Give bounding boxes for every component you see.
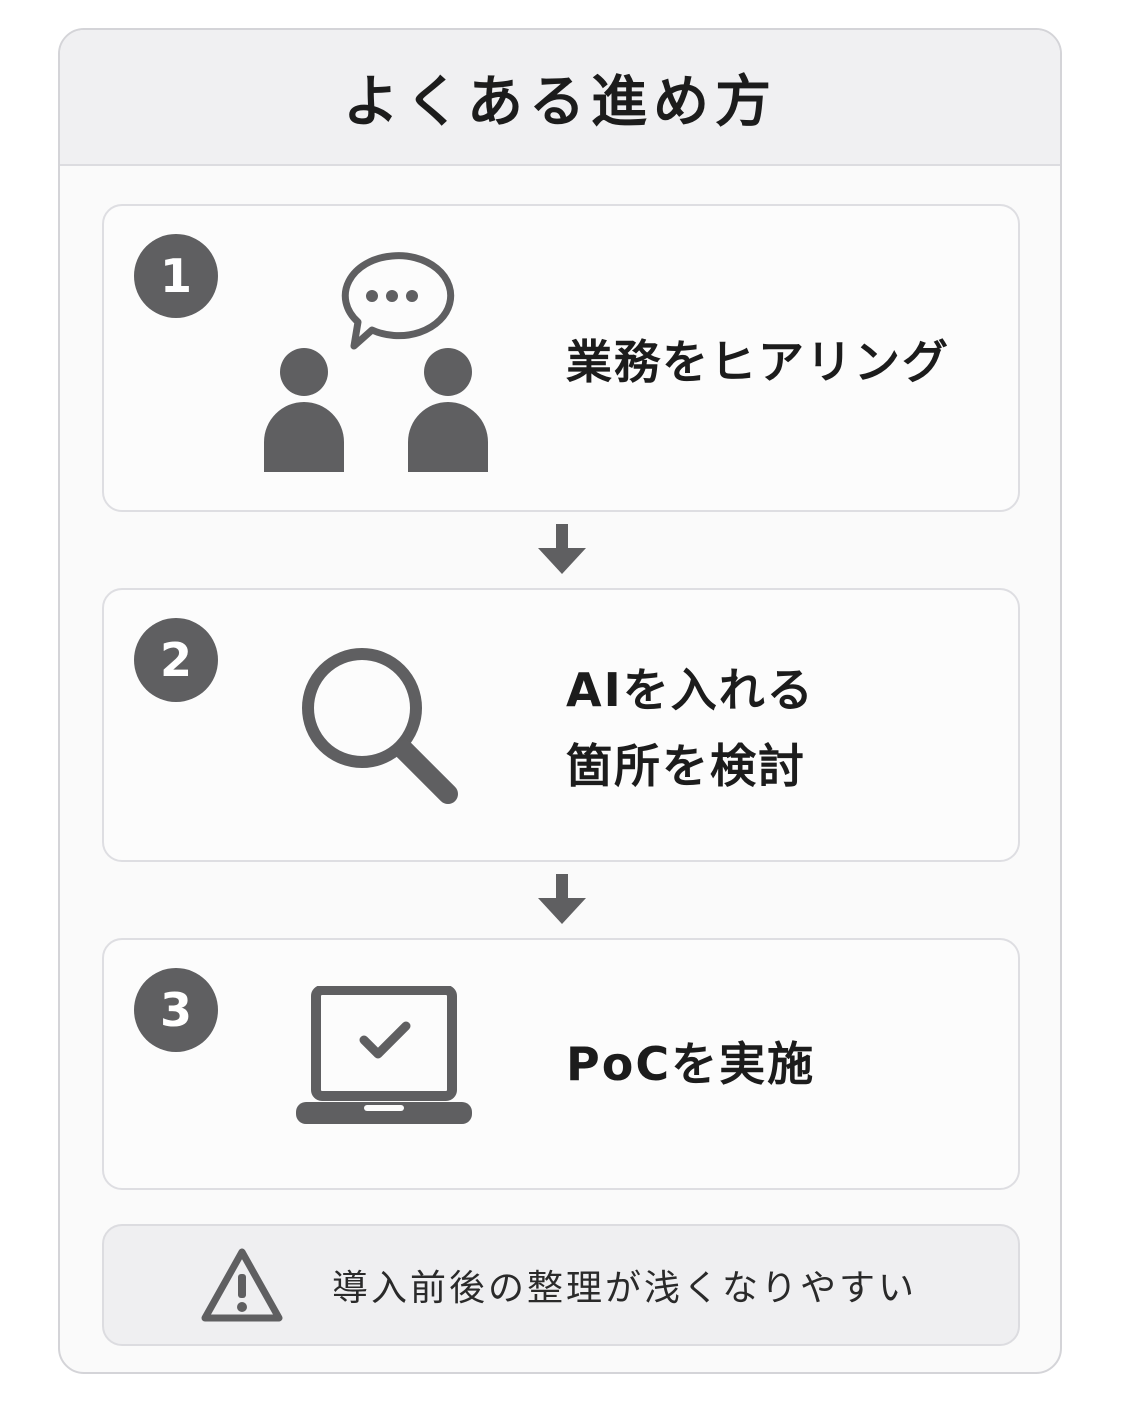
step-label: AIを入れる 箇所を検討: [566, 652, 815, 804]
step-label-line: 業務をヒアリング: [566, 335, 950, 389]
process-panel: よくある進め方 1 業務をヒアリング 2 AIを入れる 箇所を検: [58, 28, 1062, 1374]
arrow-down-icon: [538, 524, 586, 574]
step-label-line: 箇所を検討: [566, 739, 806, 793]
step-label-line: AIを入れる: [566, 663, 815, 717]
warning-icon: [201, 1248, 283, 1322]
step-card-1: 1 業務をヒアリング: [102, 204, 1020, 512]
panel-header: よくある進め方: [60, 30, 1060, 166]
warning-note: 導入前後の整理が浅くなりやすい: [102, 1224, 1020, 1346]
step-card-2: 2 AIを入れる 箇所を検討: [102, 588, 1020, 862]
step-number-badge: 3: [134, 968, 218, 1052]
step-label: 業務をヒアリング: [566, 324, 950, 400]
people-speech-bubble-icon: [264, 252, 488, 472]
step-label: PoCを実施: [566, 1026, 815, 1102]
magnifier-icon: [302, 648, 458, 804]
step-number-badge: 2: [134, 618, 218, 702]
laptop-check-icon: [296, 986, 472, 1124]
step-number-badge: 1: [134, 234, 218, 318]
panel-title: よくある進め方: [343, 69, 777, 135]
warning-text: 導入前後の整理が浅くなりやすい: [332, 1268, 918, 1309]
step-label-line: PoCを実施: [566, 1037, 816, 1091]
step-card-3: 3 PoCを実施: [102, 938, 1020, 1190]
arrow-down-icon: [538, 874, 586, 924]
